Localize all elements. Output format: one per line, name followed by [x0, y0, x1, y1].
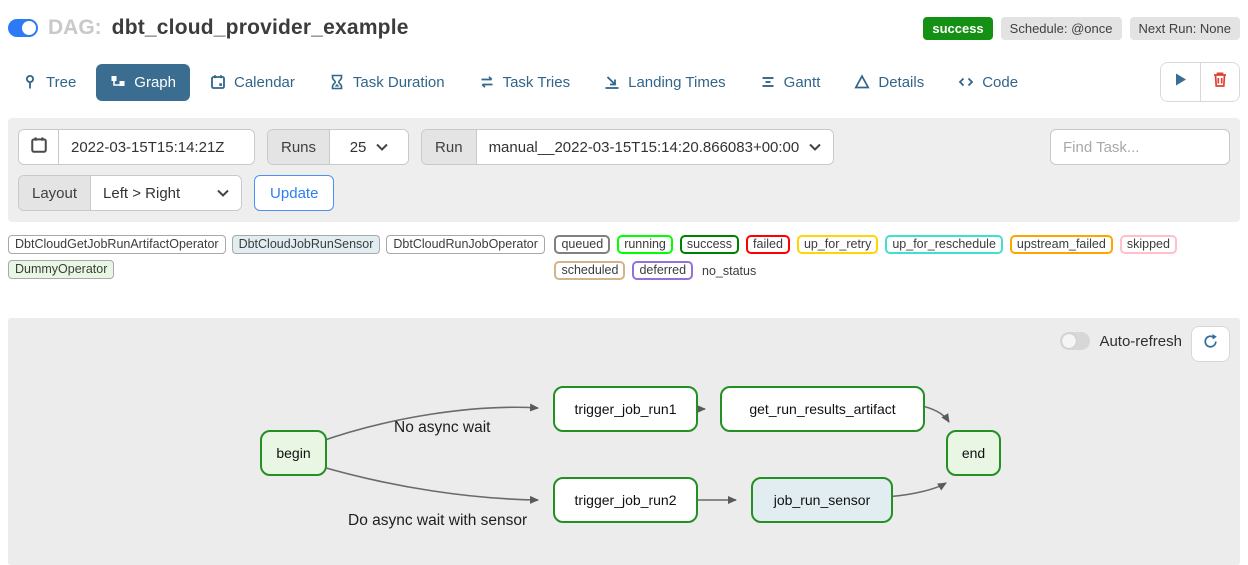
runs-label: Runs [268, 130, 331, 164]
calendar-icon [30, 136, 48, 159]
tab-label: Tree [46, 73, 77, 91]
layout-select[interactable]: Left > Right [91, 176, 242, 210]
refresh-icon [1202, 333, 1219, 355]
status-filter-queued[interactable]: queued [554, 235, 611, 254]
tab-landing-times[interactable]: Landing Times [590, 64, 740, 101]
tab-label: Details [878, 73, 925, 91]
layout-select-group: Layout Left > Right [18, 175, 243, 211]
tab-label: Landing Times [628, 73, 726, 91]
trash-icon [1212, 71, 1228, 93]
find-task-input[interactable] [1050, 129, 1230, 165]
triangle-icon [854, 74, 870, 90]
runs-select-group: Runs 25 [267, 129, 410, 165]
status-filter-scheduled[interactable]: scheduled [554, 261, 626, 280]
status-filter-upstream-failed[interactable]: upstream_failed [1009, 235, 1113, 254]
calendar-picker-button[interactable] [19, 130, 59, 164]
status-filter-running[interactable]: running [617, 235, 673, 254]
repeat-icon [479, 74, 495, 90]
code-icon [958, 74, 974, 90]
graph-node-trigger-job-run2[interactable]: trigger_job_run2 [553, 477, 698, 523]
graph-node-trigger-job-run1[interactable]: trigger_job_run1 [553, 386, 698, 432]
run-label: Run [422, 130, 477, 164]
gantt-icon [760, 74, 776, 90]
tab-code[interactable]: Code [944, 64, 1032, 101]
chevron-down-icon [809, 143, 821, 151]
landing-icon [604, 74, 620, 90]
operator-badge: DummyOperator [8, 260, 115, 279]
tab-label: Gantt [783, 73, 821, 91]
update-button[interactable]: Update [254, 175, 335, 211]
chevron-down-icon [376, 143, 389, 151]
graph-panel: begin trigger_job_run1 get_run_results_a… [8, 318, 1240, 565]
tab-label: Task Duration [352, 73, 445, 91]
tabs-row: Tree Graph Calendar Task Duration Task T… [8, 62, 1240, 102]
dag-prefix-label: DAG: [48, 16, 102, 39]
status-filter-deferred[interactable]: deferred [632, 261, 694, 280]
graph-icon [110, 74, 126, 90]
dag-pause-toggle[interactable] [8, 19, 38, 37]
dag-edges [318, 403, 950, 504]
base-date-input[interactable] [59, 130, 254, 164]
auto-refresh-control: Auto-refresh [1060, 332, 1182, 350]
refresh-button[interactable] [1191, 326, 1230, 362]
status-filter-up-for-retry[interactable]: up_for_retry [796, 235, 879, 254]
dag-header: DAG: dbt_cloud_provider_example success … [8, 0, 1240, 40]
status-filter-skipped[interactable]: skipped [1119, 235, 1177, 254]
auto-refresh-label: Auto-refresh [1099, 332, 1182, 350]
tab-task-tries[interactable]: Task Tries [465, 64, 585, 101]
run-select-group: Run manual__2022-03-15T15:14:20.866083+0… [421, 129, 835, 165]
tab-graph[interactable]: Graph [96, 63, 190, 101]
graph-node-end[interactable]: end [946, 430, 1001, 476]
base-date-group [18, 129, 255, 165]
legend: DbtCloudGetJobRunArtifactOperator DbtClo… [8, 235, 1240, 280]
layout-selected-value: Left > Right [103, 184, 181, 202]
edge-label-no-async-wait: No async wait [394, 419, 491, 436]
tab-label: Calendar [234, 73, 295, 91]
operator-badge: DbtCloudJobRunSensor [231, 235, 381, 254]
tab-label: Task Tries [502, 73, 571, 91]
run-select[interactable]: manual__2022-03-15T15:14:20.866083+00:00 [476, 130, 834, 164]
layout-label: Layout [19, 176, 92, 210]
auto-refresh-toggle[interactable] [1060, 332, 1091, 350]
toggle-knob [1062, 334, 1077, 348]
operator-legend: DbtCloudGetJobRunArtifactOperator DbtClo… [8, 235, 549, 279]
tab-details[interactable]: Details [840, 64, 938, 101]
schedule-badge: Schedule: @once [1000, 16, 1122, 40]
graph-node-begin[interactable]: begin [260, 430, 327, 476]
graph-node-job-run-sensor[interactable]: job_run_sensor [751, 477, 893, 523]
tree-icon [22, 74, 38, 90]
runs-select[interactable]: 25 [330, 130, 409, 164]
tab-label: Graph [134, 73, 176, 91]
runs-selected-value: 25 [349, 138, 367, 156]
tab-gantt[interactable]: Gantt [746, 64, 835, 101]
tab-tree[interactable]: Tree [8, 64, 90, 101]
tab-label: Code [982, 73, 1019, 91]
status-legend: queued running success failed up_for_ret… [554, 235, 1240, 280]
status-badge: success [923, 16, 993, 40]
dag-actions-group [1160, 62, 1240, 102]
delete-dag-button[interactable] [1200, 63, 1239, 101]
status-filter-up-for-reschedule[interactable]: up_for_reschedule [885, 235, 1003, 254]
tab-task-duration[interactable]: Task Duration [315, 64, 459, 101]
next-run-badge: Next Run: None [1129, 16, 1240, 40]
page-title: dbt_cloud_provider_example [111, 16, 409, 39]
trigger-dag-button[interactable] [1161, 63, 1200, 101]
edge-label-do-async-wait: Do async wait with sensor [348, 512, 528, 529]
hourglass-icon [329, 74, 345, 90]
operator-badge: DbtCloudGetJobRunArtifactOperator [8, 235, 226, 254]
play-icon [1173, 72, 1188, 92]
toggle-knob [22, 21, 36, 35]
operator-badge: DbtCloudRunJobOperator [386, 235, 545, 254]
status-filter-success[interactable]: success [679, 235, 740, 254]
status-filter-no-status: no_status [702, 263, 757, 278]
chevron-down-icon [217, 189, 229, 197]
tab-calendar[interactable]: Calendar [196, 64, 309, 101]
status-filter-failed[interactable]: failed [746, 235, 790, 254]
run-selected-value: manual__2022-03-15T15:14:20.866083+00:00 [488, 138, 800, 156]
filter-panel: Runs 25 Run manual__2022-03-15T15:14:20.… [8, 118, 1240, 222]
graph-node-get-run-results-artifact[interactable]: get_run_results_artifact [720, 386, 925, 432]
calendar-icon [210, 74, 226, 90]
